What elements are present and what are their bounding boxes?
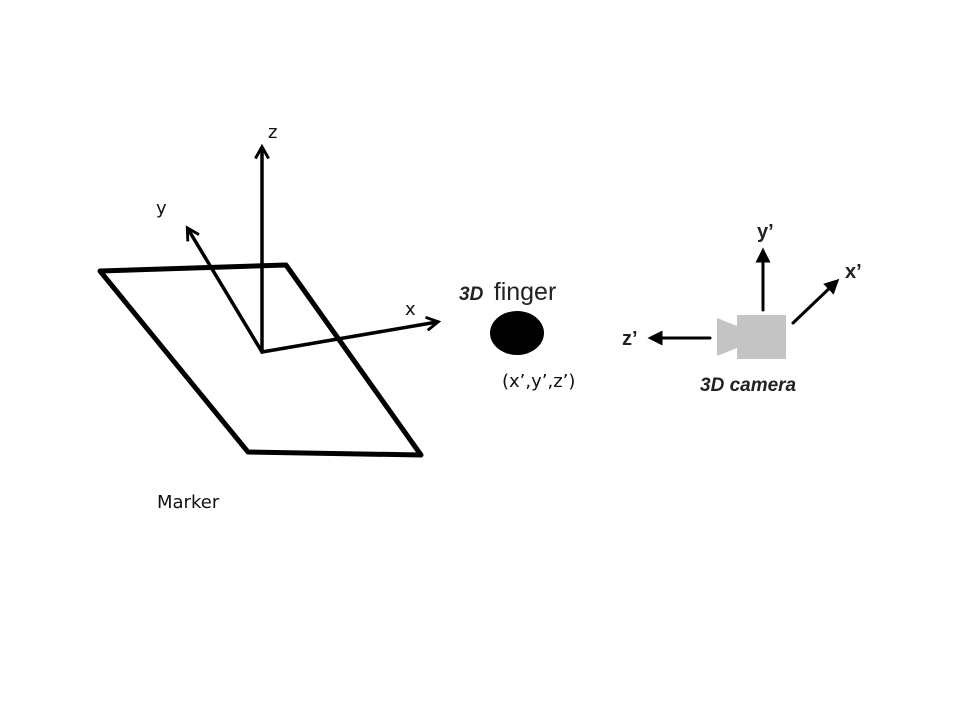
camera-icon xyxy=(717,315,786,359)
camera-x-axis-label: x’ xyxy=(845,261,862,283)
finger-coords: (x’,y’,z’) xyxy=(502,371,575,392)
finger-label-prefix: 3D xyxy=(459,284,484,305)
camera-body xyxy=(737,315,786,359)
finger-group: 3D finger (x’,y’,z’) xyxy=(459,278,575,392)
finger-label: 3D finger xyxy=(459,278,556,306)
camera-frame: y’ x’ z’ 3D camera xyxy=(622,221,862,396)
camera-lens xyxy=(717,318,737,356)
finger-point xyxy=(490,311,544,355)
camera-z-axis-label: z’ xyxy=(622,328,638,350)
marker-caption: Marker xyxy=(157,492,220,513)
camera-y-axis-label: y’ xyxy=(757,221,774,243)
y-axis-label: y xyxy=(156,198,167,219)
finger-label-word: finger xyxy=(494,278,557,306)
x-axis-arrow xyxy=(260,322,437,354)
marker-plane xyxy=(97,262,424,458)
y-axis-arrow xyxy=(188,229,264,354)
camera-label: 3D camera xyxy=(700,375,797,396)
camera-x-axis-arrow xyxy=(791,278,840,325)
z-axis-label: z xyxy=(268,122,277,143)
x-axis-label: x xyxy=(405,299,416,320)
marker-frame: z y x Marker xyxy=(97,122,437,513)
